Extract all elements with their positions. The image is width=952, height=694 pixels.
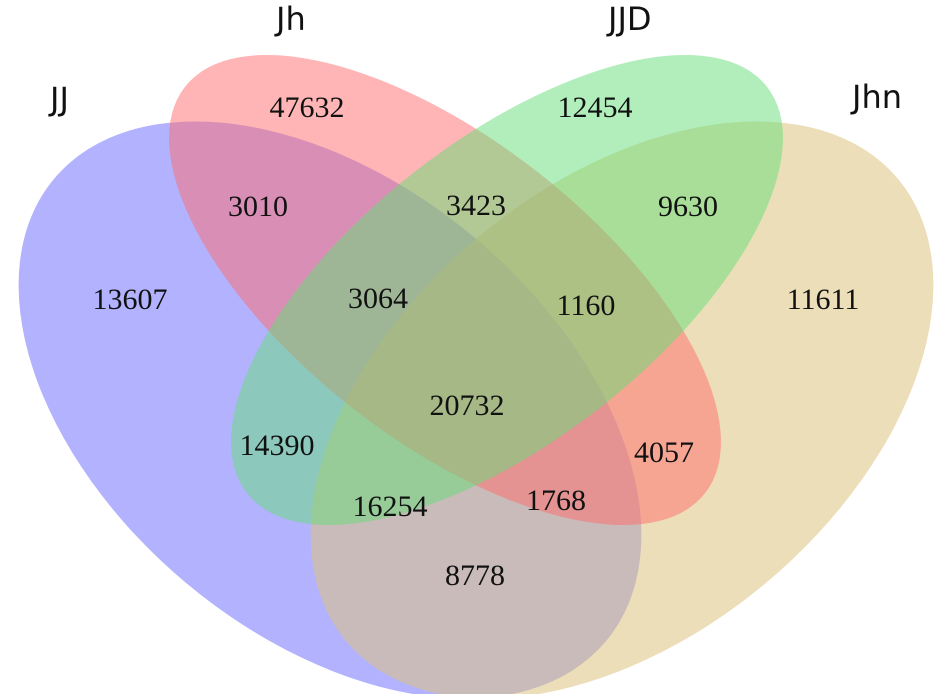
region-jj-jh: 3010 bbox=[228, 190, 288, 223]
region-jj-jh-jjd: 3064 bbox=[348, 282, 408, 315]
region-jj-jjd-jhn: 16254 bbox=[353, 490, 428, 523]
region-only-jhn: 11611 bbox=[787, 283, 860, 316]
set-jjd-ellipse bbox=[231, 54, 783, 526]
region-jjd-jhn: 9630 bbox=[658, 190, 718, 223]
region-all: 20732 bbox=[430, 389, 505, 422]
region-jj-jh-jhn: 1768 bbox=[526, 484, 586, 517]
region-jj-jjd: 14390 bbox=[240, 429, 315, 462]
region-only-jj: 13607 bbox=[93, 283, 168, 316]
set-label-jj: JJ bbox=[48, 80, 69, 118]
set-label-jjd: JJD bbox=[606, 0, 652, 38]
region-jh-jjd: 3423 bbox=[446, 189, 506, 222]
set-label-jh: Jh bbox=[274, 0, 306, 38]
region-jh-jjd-jhn: 1160 bbox=[557, 289, 616, 322]
region-jh-jhn: 4057 bbox=[634, 436, 694, 469]
region-only-jjd: 12454 bbox=[558, 91, 633, 124]
set-label-jhn: Jhn bbox=[850, 78, 902, 116]
region-only-jh: 47632 bbox=[270, 91, 345, 124]
region-jj-jhn: 8778 bbox=[445, 559, 505, 592]
